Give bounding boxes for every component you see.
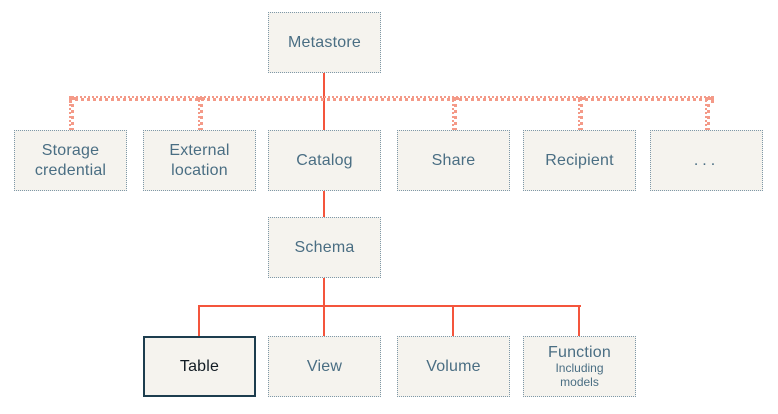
node-view: View (268, 336, 381, 397)
connector-schema-to-view (323, 277, 325, 337)
node-schema: Schema (268, 217, 381, 278)
node-view-label: View (306, 357, 343, 375)
node-schema-label: Schema (294, 238, 355, 256)
node-volume-label: Volume (426, 357, 481, 375)
node-share: Share (397, 130, 510, 191)
node-function: Function Including models (523, 336, 636, 397)
node-metastore: Metastore (268, 12, 381, 73)
node-function-label: Function (548, 344, 611, 362)
node-more: ... (650, 130, 763, 191)
node-volume: Volume (397, 336, 510, 397)
connector-level2-rail (69, 96, 714, 101)
node-metastore-label: Metastore (288, 33, 361, 51)
node-share-label: Share (431, 151, 476, 169)
node-table-label: Table (179, 357, 220, 375)
node-storage-credential: Storage credential (14, 130, 127, 191)
node-recipient: Recipient (523, 130, 636, 191)
node-catalog-label: Catalog (296, 151, 353, 169)
node-recipient-label: Recipient (545, 151, 614, 169)
node-storage-credential-label: Storage credential (34, 142, 107, 179)
node-external-location: External location (143, 130, 256, 191)
connector-drop-table (198, 306, 200, 337)
node-more-label: ... (693, 151, 720, 169)
node-table: Table (143, 336, 256, 397)
connector-drop-function (578, 306, 580, 337)
connector-drop-volume (452, 306, 454, 337)
node-function-sublabel: Including models (555, 361, 604, 390)
node-catalog: Catalog (268, 130, 381, 191)
connector-level4-rail (198, 305, 581, 307)
connector-metastore-to-catalog (323, 71, 325, 131)
node-external-location-label: External location (169, 142, 230, 179)
connector-catalog-to-schema (323, 191, 325, 218)
